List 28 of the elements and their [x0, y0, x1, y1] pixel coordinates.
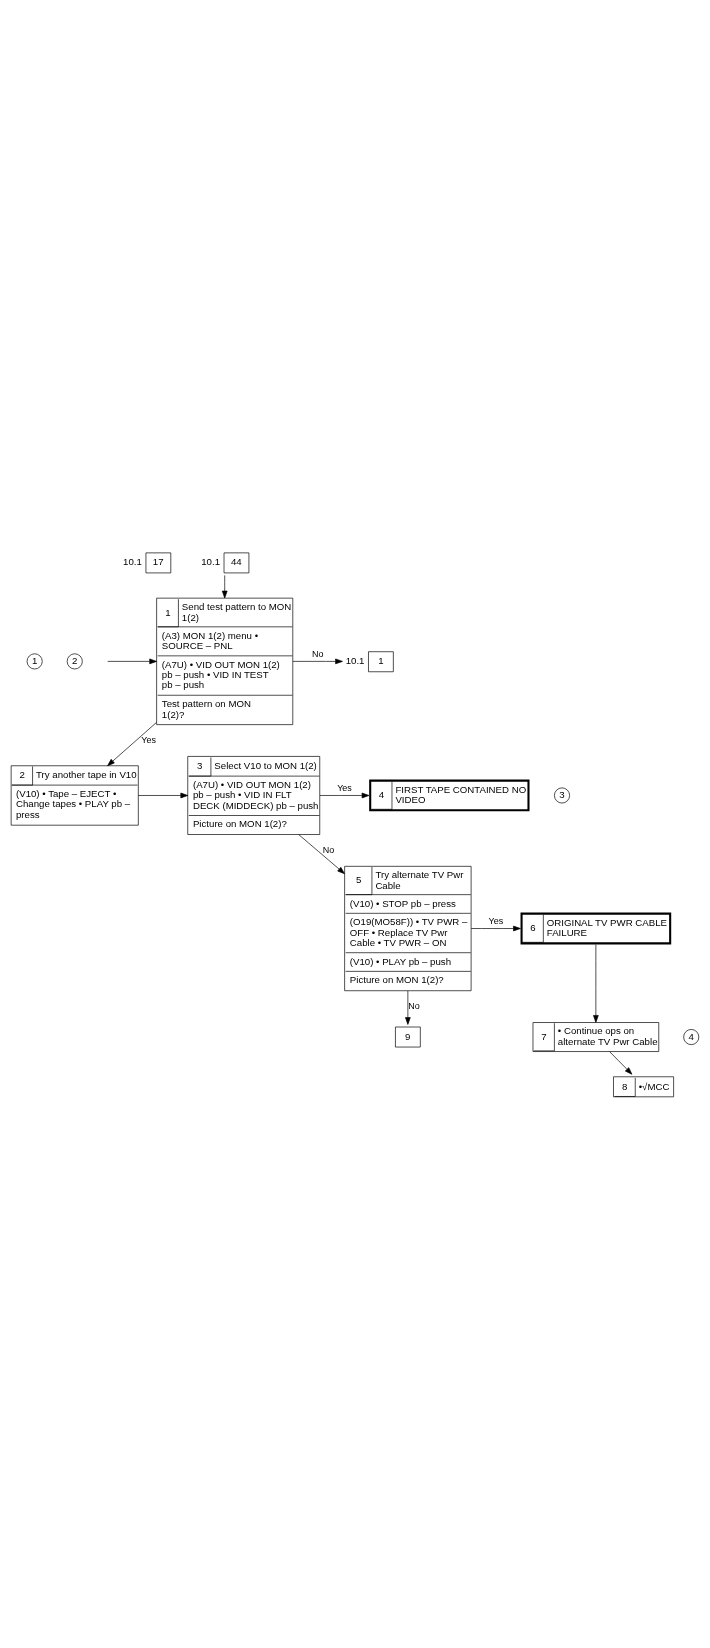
- edge-label: Yes: [488, 915, 504, 926]
- arrow: [292, 658, 343, 664]
- arrow: [107, 658, 157, 664]
- arrow: [470, 925, 521, 931]
- arrow: [221, 574, 228, 598]
- node-label: 10.1: [123, 555, 142, 567]
- edge-label: No: [311, 648, 324, 659]
- arrow: [138, 792, 189, 798]
- node-box: 44: [223, 552, 250, 573]
- node-label: 10.1: [201, 555, 221, 567]
- arrow: [107, 721, 157, 766]
- edge-label: No: [322, 844, 335, 855]
- node-label: 10.1: [345, 654, 365, 666]
- node-box: 1: [368, 650, 394, 672]
- arrow: [319, 792, 370, 798]
- label: 3: [559, 788, 565, 800]
- arrow: [593, 943, 599, 1023]
- node-box: 9: [395, 1026, 421, 1047]
- label: 2: [72, 654, 78, 666]
- label: 4: [688, 1030, 694, 1042]
- arrow: [405, 990, 411, 1025]
- edge-label: Yes: [141, 734, 157, 745]
- edge-label: Yes: [337, 782, 352, 793]
- arrow: [298, 833, 345, 874]
- edge-label: No: [408, 1000, 420, 1011]
- label: 1: [31, 654, 38, 666]
- node-box: 17: [145, 552, 172, 573]
- arrow: [609, 1050, 633, 1075]
